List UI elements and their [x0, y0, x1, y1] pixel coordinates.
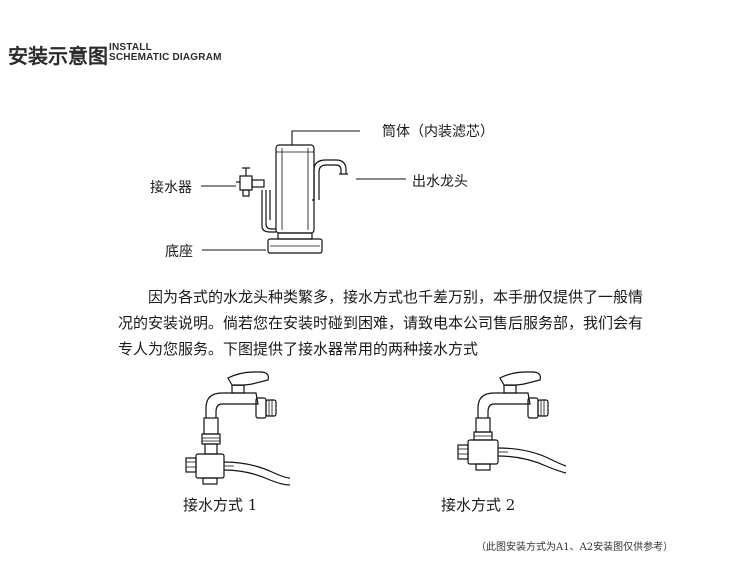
caption-method2: 接水方式 2: [441, 496, 516, 514]
title-en-line2: SCHEMATIC DIAGRAM: [109, 52, 222, 63]
section-title-english: INSTALL SCHEMATIC DIAGRAM: [109, 43, 222, 63]
label-connector: 接水器: [150, 180, 192, 196]
paragraph-line3: 专人为您服务。下图提供了接水器常用的两种接水方式: [118, 340, 479, 358]
paragraph-line1: 因为各式的水龙头种类繁多，接水方式也千差万别，本手册仅提供了一般情: [148, 288, 644, 306]
leader-lines: [201, 130, 406, 251]
label-cylinder: 筒体（内装滤芯）: [382, 124, 494, 140]
paragraph-line2: 况的安装说明。倘若您在安装时碰到困难，请致电本公司售后服务部，我们会有: [118, 314, 644, 332]
method1-faucet-drawing: [185, 371, 291, 486]
label-base: 底座: [165, 244, 193, 260]
instruction-paragraph: 因为各式的水龙头种类繁多，接水方式也千差万别，本手册仅提供了一般情 况的安装说明…: [118, 284, 678, 362]
title-en-line1: INSTALL: [109, 42, 152, 53]
method2-faucet-drawing: [457, 371, 567, 474]
footnote: （此图安装方式为A1、A2安装图仅供参考）: [476, 542, 674, 553]
label-outlet: 出水龙头: [412, 174, 468, 190]
caption-method1: 接水方式 1: [183, 496, 258, 514]
section-title: 安装示意图: [8, 44, 108, 68]
filter-unit-drawing: [236, 144, 348, 254]
